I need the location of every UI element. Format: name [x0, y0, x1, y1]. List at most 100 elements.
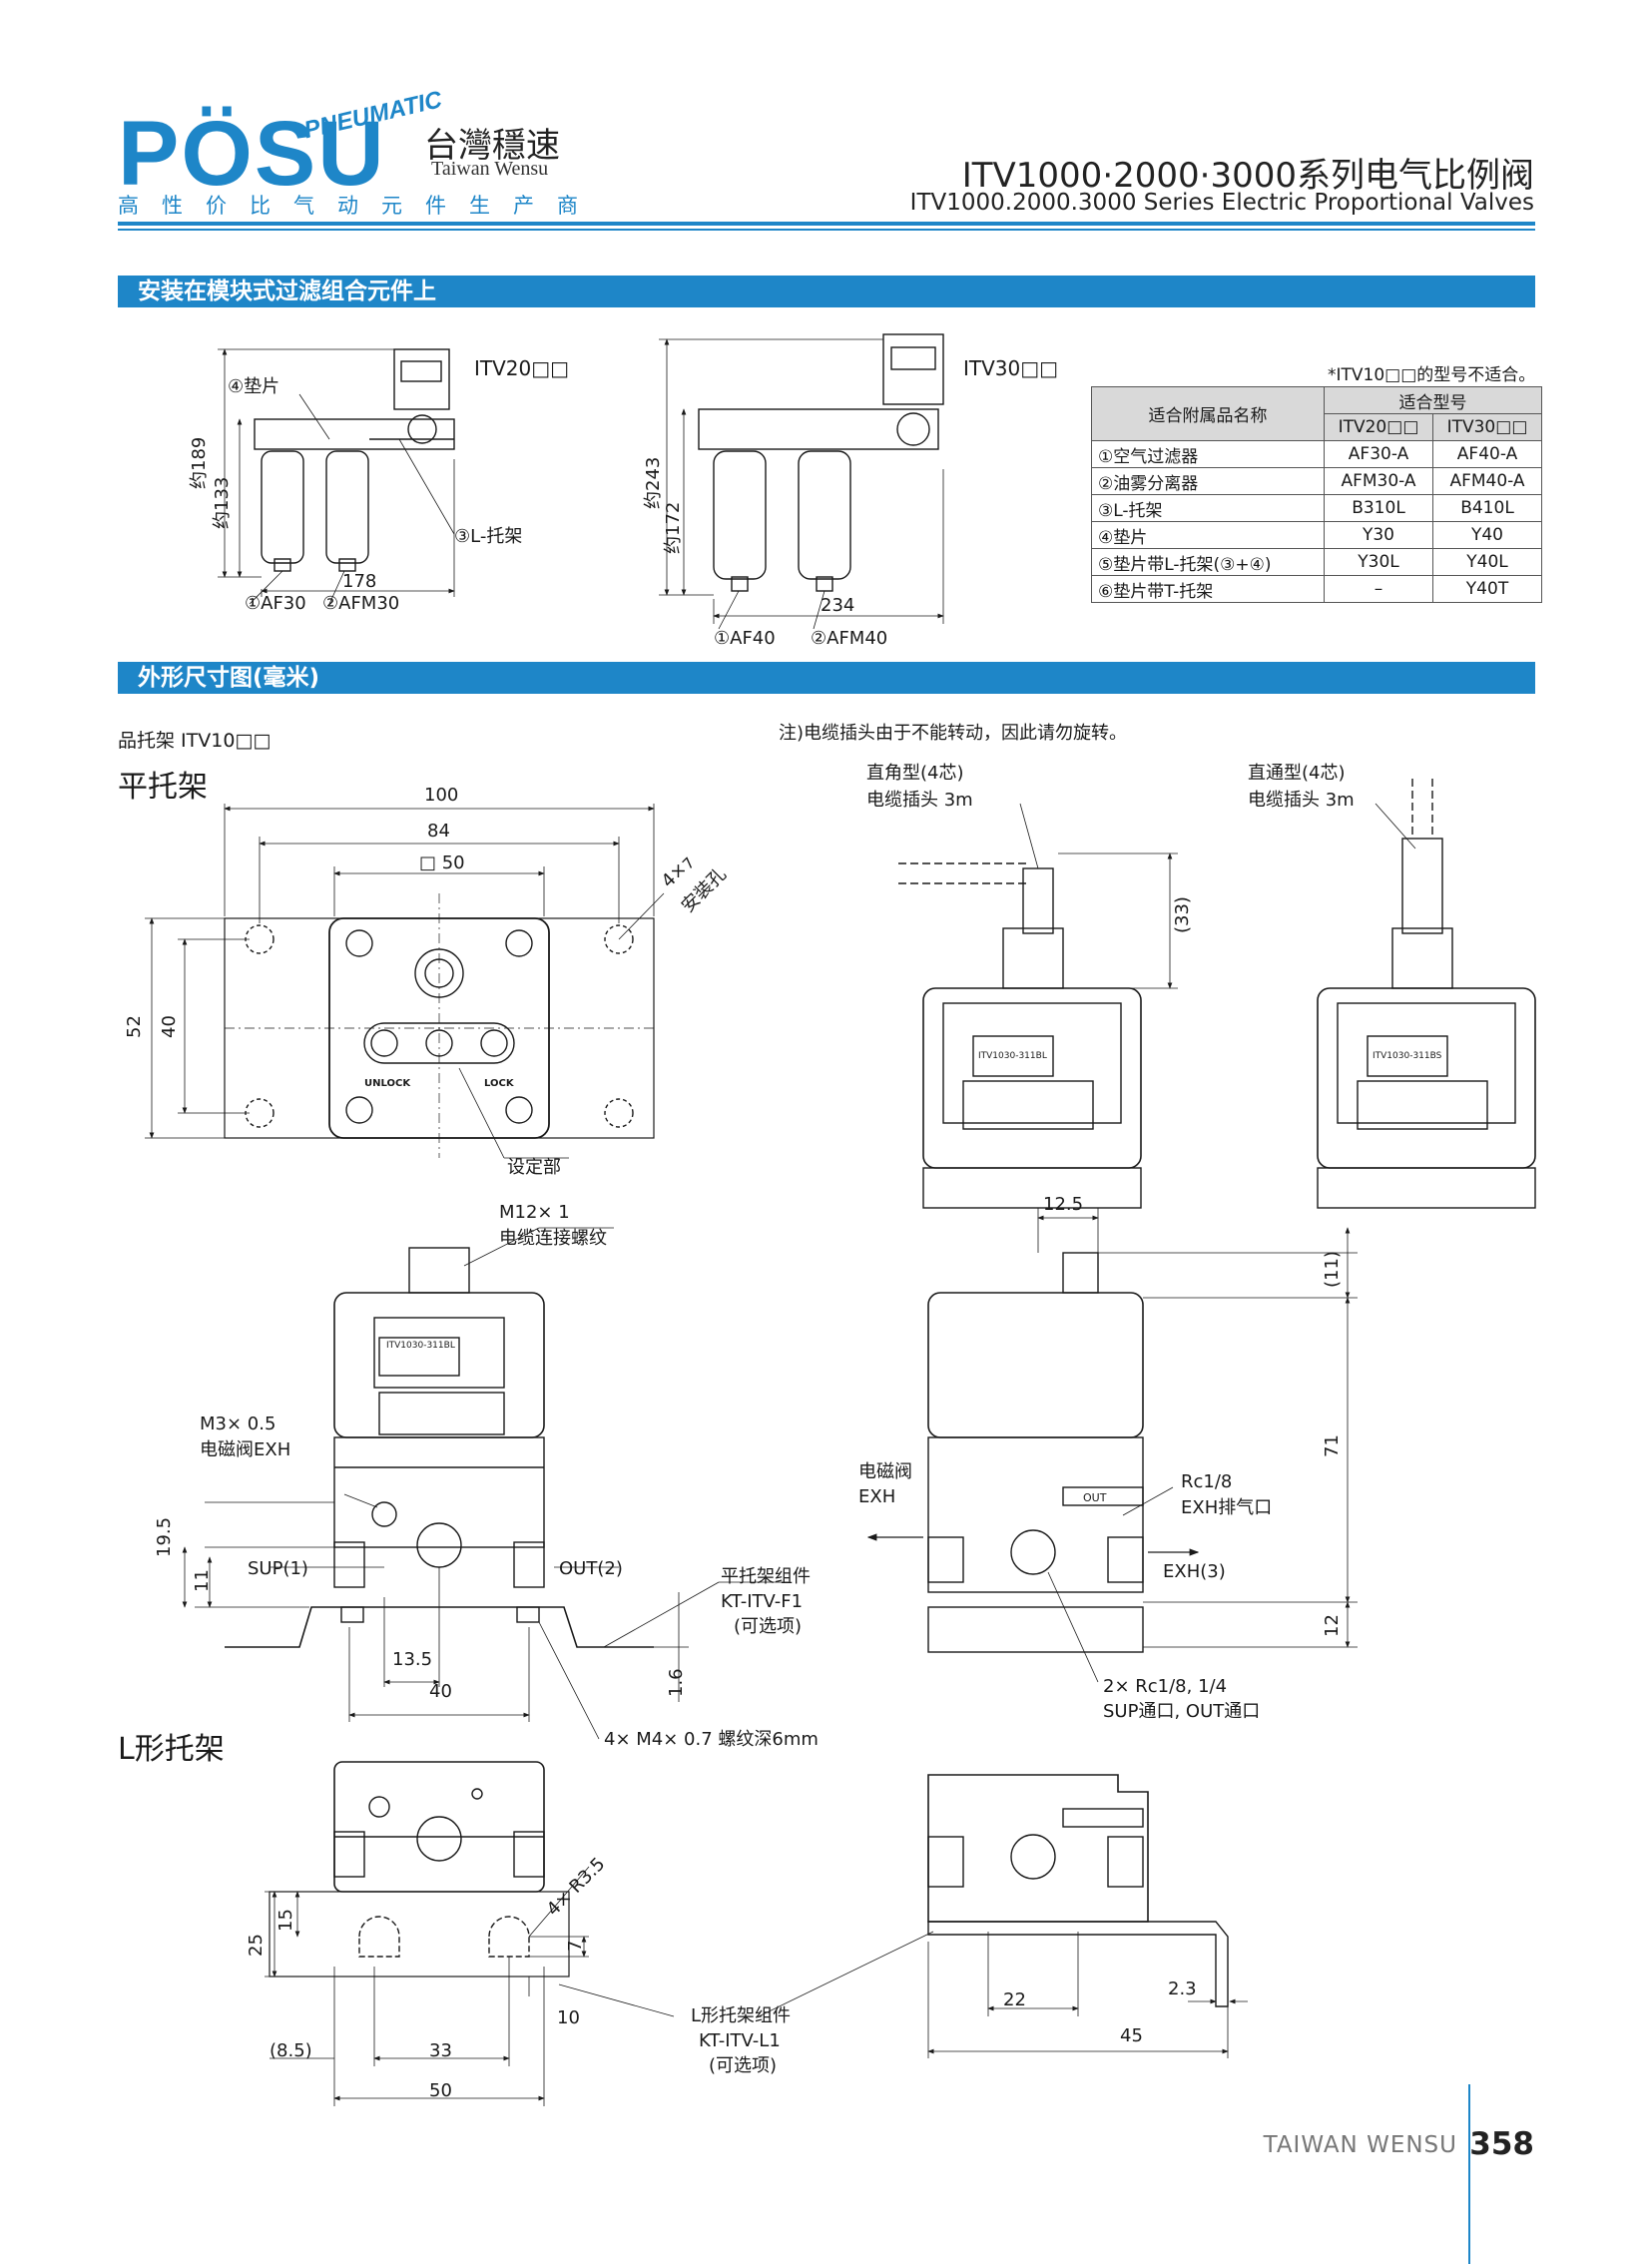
table-header-name: 适合附属品名称	[1091, 386, 1325, 441]
ports-label: 2× Rc1/8, 1/4	[1103, 1676, 1227, 1697]
dim-8-5: (8.5)	[270, 2040, 312, 2061]
flat-kit-label: 平托架组件	[721, 1566, 811, 1587]
cell-a: Y30	[1324, 521, 1433, 549]
footer-divider	[1468, 2084, 1470, 2264]
dim-11p: (11)	[1322, 1251, 1343, 1288]
footer-brand: TAIWAN WENSU	[1263, 2132, 1457, 2158]
cell-a: B310L	[1324, 494, 1433, 522]
l-bracket-heading: L形托架	[118, 1732, 225, 1767]
solenoid-exh-code: EXH	[858, 1486, 895, 1507]
table-row: ⑥垫片带T-托架–Y40T	[1091, 575, 1542, 603]
right-angle-cable: 电缆插头 3m	[866, 790, 973, 811]
section-title-dimensions: 外形尺寸图(毫米)	[138, 665, 320, 691]
page-title-en: ITV1000.2000.3000 Series Electric Propor…	[909, 190, 1534, 216]
cell-b: Y40L	[1432, 548, 1542, 576]
dim-11: 11	[192, 1569, 213, 1592]
itv20-callout-l-bracket: ③L-托架	[454, 526, 522, 547]
l-bracket-side-drawing	[758, 1774, 1248, 2058]
dim-2-3: 2.3	[1168, 1979, 1197, 1999]
company-name-en: Taiwan Wensu	[431, 158, 549, 180]
cell-name: ②油雾分离器	[1091, 467, 1325, 495]
dim-100: 100	[424, 785, 458, 806]
setting-label: 设定部	[507, 1157, 561, 1178]
dim-33p: (33)	[1172, 896, 1193, 933]
flat-kit-optional: (可选项)	[734, 1616, 802, 1637]
table-header-itv20: ITV20□□	[1324, 413, 1433, 441]
section-bar-dimensions: 外形尺寸图(毫米)	[118, 662, 1535, 694]
right-angle-connector-view	[898, 803, 1178, 1209]
brand-logo: PÖSU	[118, 103, 386, 205]
sup1-label: SUP(1)	[248, 1558, 308, 1579]
section-title-mounting: 安装在模块式过滤组合元件上	[138, 279, 436, 304]
dim-12-5: 12.5	[1043, 1194, 1083, 1215]
dim-84: 84	[427, 821, 450, 842]
cell-name: ⑥垫片带T-托架	[1091, 575, 1325, 603]
dim-52: 52	[124, 1015, 145, 1038]
bracket-subtitle: 品托架 ITV10□□	[118, 730, 272, 752]
connector-note: 注)电缆插头由于不能转动，因此请勿旋转。	[779, 723, 1128, 744]
m3-desc: 电磁阀EXH	[200, 1439, 290, 1460]
cell-name: ③L-托架	[1091, 494, 1325, 522]
itv20-dim-178: 178	[342, 571, 376, 592]
itv30-dim-172: 约172	[663, 502, 684, 554]
flat-kit-code: KT-ITV-F1	[721, 1591, 803, 1612]
itv20-callout-shim: ④垫片	[228, 376, 279, 397]
dim-50: 50	[429, 2080, 452, 2101]
model-plate-straight: ITV1030-311BS	[1373, 1051, 1442, 1061]
itv30-dim-243: 约243	[643, 457, 664, 509]
table-header-group: 适合型号	[1324, 386, 1542, 414]
m12-desc: 电缆连接螺纹	[499, 1228, 607, 1249]
model-plate-right: ITV1030-311BL	[978, 1051, 1047, 1061]
m4-label: 4× M4× 0.7 螺纹深6mm	[604, 1729, 819, 1750]
dim-10: 10	[557, 2007, 580, 2028]
dim-33: 33	[429, 2040, 452, 2061]
dim-50sq: □ 50	[419, 852, 465, 873]
itv20-callout-afm30: ②AFM30	[322, 593, 399, 614]
dim-45: 45	[1120, 2025, 1143, 2046]
cell-name: ①空气过滤器	[1091, 440, 1325, 468]
front-view-drawing	[182, 1227, 789, 1740]
right-angle-type: 直角型(4芯)	[866, 763, 964, 784]
header-rule	[118, 222, 1535, 226]
dim-71: 71	[1322, 1434, 1343, 1457]
l-kit-label: L形托架组件	[691, 2005, 791, 2026]
tagline: 高性价比气动元件生产商	[118, 194, 601, 218]
itv20-dim-189: 约189	[189, 437, 210, 489]
cell-name: ⑤垫片带L-托架(③+④)	[1091, 548, 1325, 576]
dim-25: 25	[246, 1934, 267, 1957]
itv20-callout-af30: ①AF30	[245, 593, 306, 614]
rc18-desc: EXH排气口	[1181, 1497, 1272, 1518]
cell-a: AF30-A	[1324, 440, 1433, 468]
l-bracket-front-drawing	[265, 1761, 675, 2106]
out-tag: OUT	[1083, 1491, 1107, 1504]
solenoid-exh-label: 电磁阀	[858, 1461, 912, 1482]
cell-name: ④垫片	[1091, 521, 1325, 549]
dim-19-5: 19.5	[154, 1517, 175, 1557]
dim-22: 22	[1003, 1989, 1026, 2010]
dim-1-6: 1.6	[666, 1668, 687, 1697]
rc18-label: Rc1/8	[1181, 1471, 1232, 1492]
dim-13-5: 13.5	[392, 1649, 432, 1670]
dim-7: 7	[565, 1941, 586, 1952]
flat-bracket-heading: 平托架	[118, 770, 208, 805]
itv20-dim-133: 约133	[212, 477, 233, 529]
itv30-callout-af40: ①AF40	[714, 628, 776, 649]
table-note: *ITV10□□的型号不适合。	[1328, 365, 1536, 385]
side-view-drawing	[866, 1208, 1358, 1683]
l-kit-code: KT-ITV-L1	[699, 2030, 781, 2051]
dim-15: 15	[275, 1909, 296, 1932]
itv30-label: ITV30□□	[963, 356, 1058, 380]
itv30-dim-234: 234	[821, 595, 854, 616]
header-rule-thin	[118, 229, 1535, 231]
cell-b: Y40T	[1432, 575, 1542, 603]
straight-connector-view	[1317, 779, 1536, 1209]
model-plate-front: ITV1030-311BL	[386, 1341, 455, 1351]
l-kit-optional: (可选项)	[709, 2055, 777, 2076]
page-title-cn: ITV1000·2000·3000系列电气比例阀	[961, 156, 1534, 196]
top-view-drawing	[145, 804, 665, 1159]
unlock-label: UNLOCK	[364, 1078, 411, 1089]
